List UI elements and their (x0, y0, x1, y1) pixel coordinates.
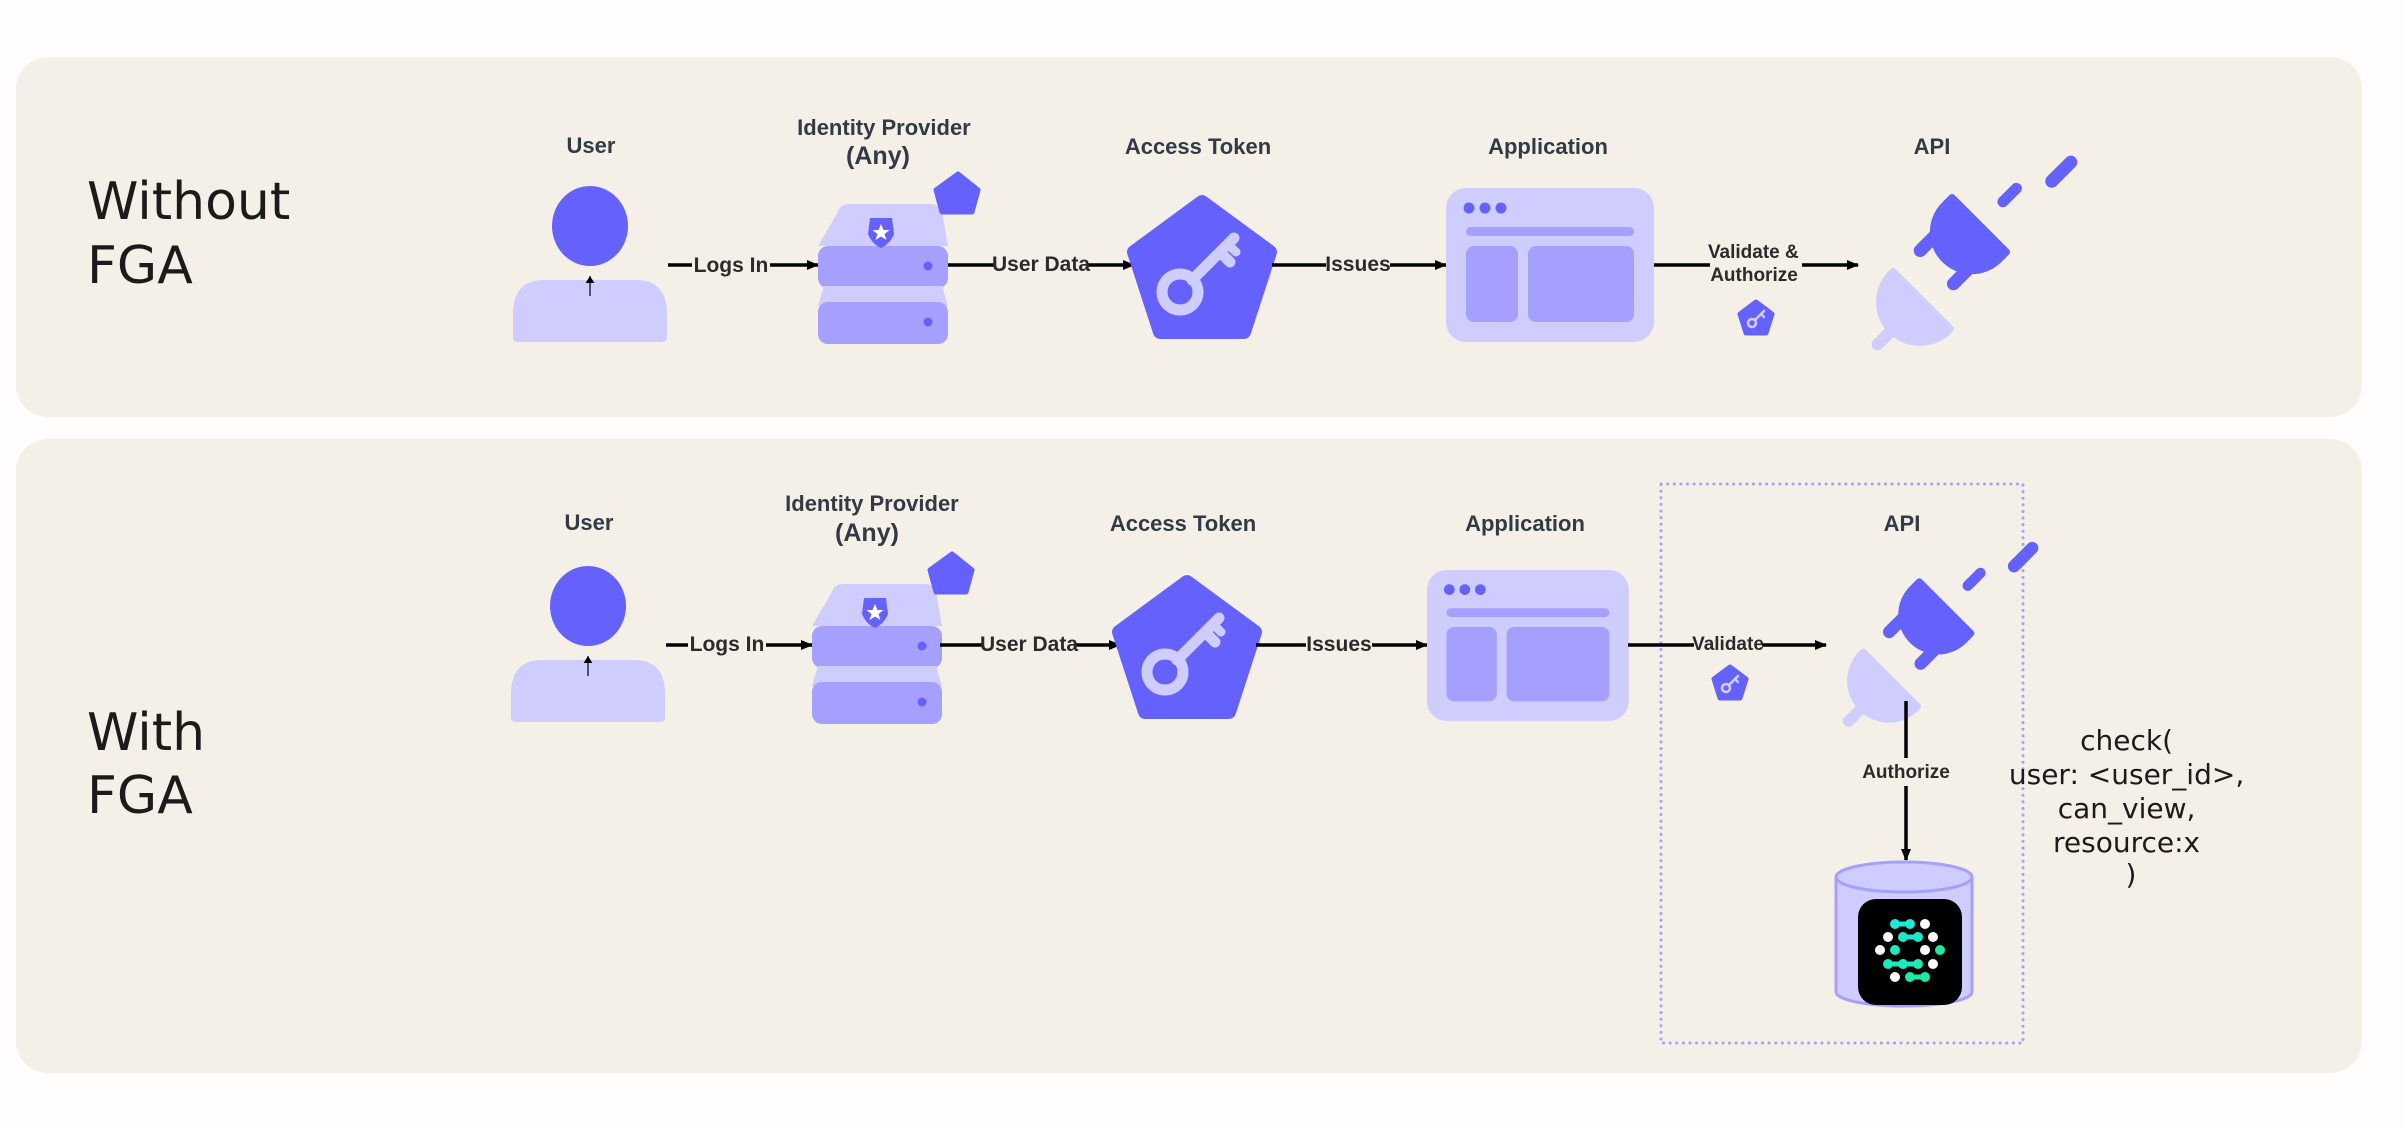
edge-authorize: Authorize (1862, 701, 1950, 861)
node-label: User (567, 133, 616, 158)
edge-label: User Data (980, 633, 1078, 656)
check-call-line: check( (2080, 724, 2173, 757)
fga-logo-icon (1875, 919, 1945, 982)
edge-issues: Issues (1272, 253, 1447, 276)
node-identity-provider: Identity Provider (Any) (785, 491, 972, 724)
node-label: Access Token (1125, 134, 1271, 159)
panel-title-line-1: Without (87, 172, 290, 232)
edge-user-data: User Data (948, 253, 1135, 276)
edge-logs-in: Logs In (668, 254, 819, 277)
panel-title: Without FGA (87, 172, 307, 296)
node-fga-store (1834, 860, 1974, 1008)
node-label-line-1: Identity Provider (785, 491, 959, 516)
node-application: Application (1427, 511, 1629, 721)
node-label: Application (1488, 134, 1608, 159)
node-label: Application (1465, 511, 1585, 536)
node-user: User (513, 133, 667, 342)
edge-label: Logs In (694, 254, 769, 277)
api-boundary (1659, 482, 2025, 1045)
panel-without-fga: Without FGA User Logs In Identity Provid… (16, 57, 2362, 417)
node-label: API (1914, 134, 1951, 159)
panel-title-line-2: FGA (87, 236, 193, 296)
node-application: Application (1446, 134, 1654, 342)
node-label-line-1: Identity Provider (797, 115, 971, 140)
node-label: Access Token (1110, 511, 1256, 536)
edge-label: Validate & Authorize (1708, 242, 1804, 286)
check-call-line: ) (2126, 858, 2137, 891)
node-user: User (511, 510, 665, 722)
edge-user-data: User Data (940, 633, 1121, 656)
edge-validate-authorize: Validate & Authorize (1654, 242, 1859, 333)
edge-label: Authorize (1862, 762, 1950, 783)
node-label: Identity Provider (Any) (785, 491, 965, 547)
edge-label: Issues (1306, 633, 1371, 656)
node-api: API (1815, 501, 2051, 755)
node-label: API (1884, 511, 1921, 536)
browser-window-icon (1427, 570, 1629, 721)
check-call-line: can_view, (2058, 792, 2196, 825)
node-api: API (1842, 113, 2091, 380)
panel-with-fga: With FGA User Logs In Identity Provider … (16, 439, 2362, 1073)
edge-label-line-2: Authorize (1710, 265, 1798, 286)
node-label-line-2: (Any) (835, 519, 899, 547)
check-call-line: resource:x (2053, 826, 2200, 859)
edge-issues: Issues (1256, 633, 1428, 656)
edge-label: Validate (1692, 634, 1764, 655)
browser-window-icon (1446, 188, 1654, 342)
edge-label-line-1: Validate & (1708, 242, 1799, 263)
node-access-token: Access Token (1125, 134, 1271, 332)
edge-label: User Data (992, 253, 1090, 276)
node-identity-provider: Identity Provider (Any) (797, 115, 978, 344)
check-call-text: check( user: <user_id>, can_view, resour… (2009, 724, 2253, 891)
node-label: Identity Provider (Any) (797, 115, 977, 170)
node-label-line-2: (Any) (846, 142, 910, 170)
panel-title-line-1: With (87, 703, 205, 763)
check-call-line: user: <user_id>, (2009, 758, 2244, 791)
edge-label: Logs In (690, 633, 765, 656)
edge-validate: Validate (1628, 634, 1827, 698)
panel-title-line-2: FGA (87, 766, 193, 826)
node-label: User (565, 510, 614, 535)
edge-label: Issues (1325, 253, 1390, 276)
edge-logs-in: Logs In (666, 633, 813, 656)
node-access-token: Access Token (1110, 511, 1256, 712)
panel-title: With FGA (87, 703, 222, 826)
